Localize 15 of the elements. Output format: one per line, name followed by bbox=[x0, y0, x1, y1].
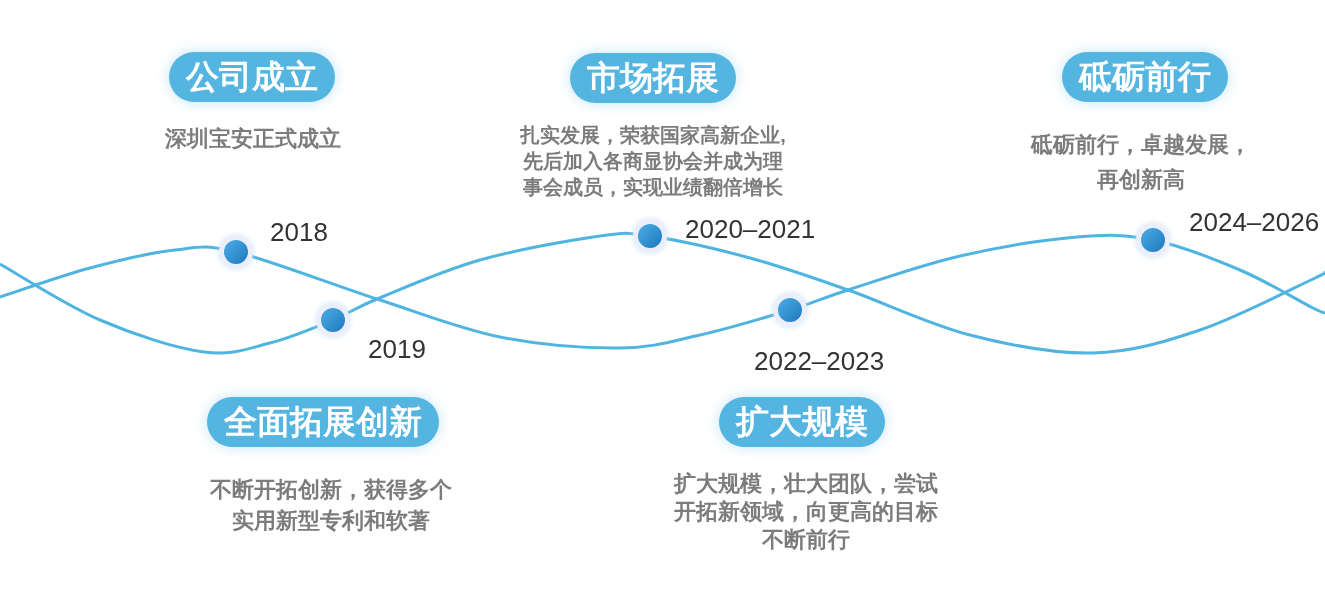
year-label: 2022–2023 bbox=[754, 346, 885, 376]
description-text: 扩大规模，壮大团队，尝试开拓新领域，向更高的目标不断前行 bbox=[672, 470, 939, 554]
heading-pill: 扩大规模 bbox=[719, 397, 885, 447]
description-text: 砥砺前行，卓越发展，再创新高 bbox=[1029, 131, 1252, 194]
year-label: 2020–2021 bbox=[685, 214, 816, 244]
heading-pill: 市场拓展 bbox=[570, 53, 736, 103]
heading-pill: 砥砺前行 bbox=[1062, 52, 1228, 102]
year-label: 2019 bbox=[368, 334, 426, 364]
description-text: 扎实发展，荣获国家高新企业,先后加入各商显协会并成为理事会成员，实现业绩翻倍增长 bbox=[519, 123, 787, 200]
year-label: 2018 bbox=[270, 217, 328, 247]
heading-pill: 公司成立 bbox=[169, 52, 335, 102]
description-text: 深圳宝安正式成立 bbox=[164, 125, 342, 153]
year-label: 2024–2026 bbox=[1189, 207, 1320, 237]
description-text: 不断开拓创新，获得多个实用新型专利和软著 bbox=[209, 476, 453, 535]
heading-pill: 全面拓展创新 bbox=[207, 397, 439, 447]
